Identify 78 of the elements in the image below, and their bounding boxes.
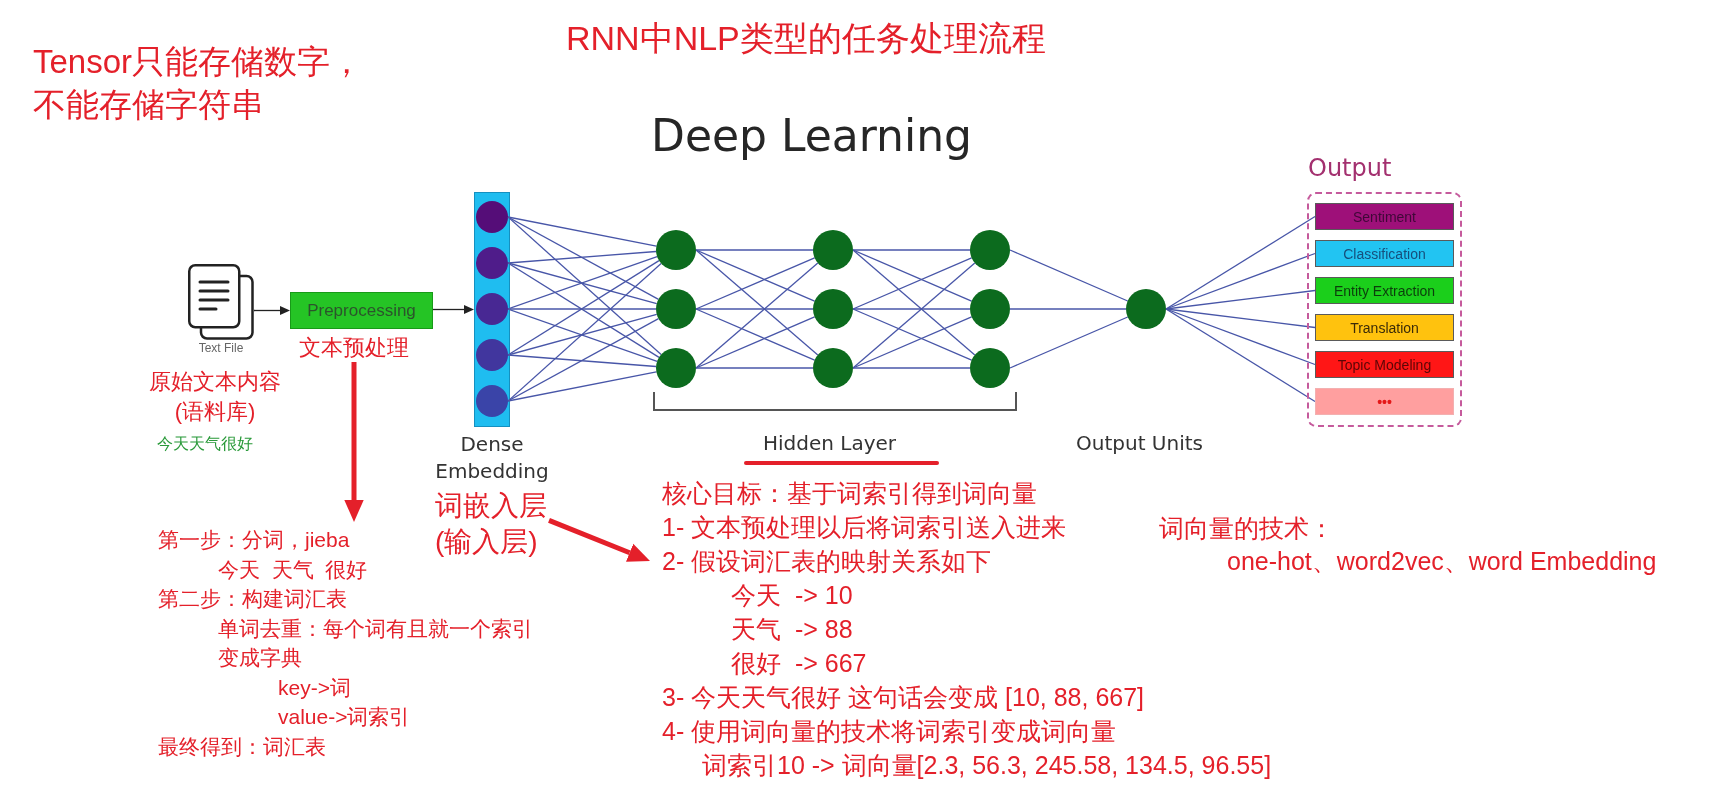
connector-line	[695, 249, 819, 356]
note-text: 天气 -> 88	[731, 614, 853, 645]
connector-line	[1165, 215, 1316, 310]
connector-line	[695, 257, 816, 310]
layer-label: Output Units	[1076, 430, 1203, 457]
task-box: •••	[1315, 388, 1454, 415]
connector-line	[852, 316, 973, 369]
note-text: 核心目标：基于词索引得到词向量	[662, 478, 1037, 509]
note-text: 第一步：分词，jieba	[158, 527, 350, 553]
icon-caption: Text File	[197, 340, 245, 356]
group-heading: Output	[1308, 153, 1392, 184]
neuron-circle	[970, 289, 1010, 329]
note-text: one-hot、word2vec、word Embedding	[1227, 546, 1657, 577]
connector-line	[1009, 249, 1129, 302]
neuron-circle	[813, 348, 853, 388]
connector-line	[1165, 308, 1316, 403]
connector-line	[852, 249, 971, 251]
note-text: 单词去重：每个词有且就一个索引	[218, 615, 533, 642]
note-text: 词向量的技术：	[1159, 513, 1334, 544]
neuron-circle	[656, 230, 696, 270]
note-text: 很好 -> 667	[731, 648, 867, 679]
caption-text: 原始文本内容(语料库)	[148, 368, 282, 426]
connector-line	[695, 262, 819, 369]
connector-line	[695, 308, 816, 361]
note-text: 4- 使用词向量的技术将词索引变成词向量	[662, 716, 1117, 747]
note-text: 3- 今天天气很好 这句话会变成 [10, 88, 667]	[662, 682, 1145, 713]
neuron-circle	[656, 348, 696, 388]
connector-line	[695, 308, 814, 310]
neuron-circle	[656, 289, 696, 329]
note-text: value->词索引	[278, 704, 411, 730]
note-text: 2- 假设词汇表的映射关系如下	[662, 546, 992, 577]
task-box: Classification	[1315, 240, 1454, 267]
layer-label: Dense Embedding	[434, 431, 550, 485]
note-text: 词索引10 -> 词向量[2.3, 56.3, 245.58, 134.5, 96.55]	[702, 750, 1272, 781]
note-text: 变成字典	[218, 645, 302, 671]
annotation-text: 文本预处理	[299, 334, 409, 362]
neuron-circle	[813, 289, 853, 329]
title-text: RNN中NLP类型的任务处理流程	[566, 18, 1046, 59]
neuron-circle	[970, 348, 1010, 388]
connector-line	[852, 249, 976, 356]
connector-line	[852, 249, 973, 302]
layer-label: Hidden Layer	[763, 430, 897, 457]
connector-line	[852, 262, 976, 369]
connector-line	[852, 257, 973, 310]
connector-line	[1165, 252, 1316, 310]
neuron-circle	[970, 230, 1010, 270]
heading-text: Deep Learning	[651, 109, 972, 163]
connector-line	[1165, 289, 1316, 310]
caption-text: 今天天气很好	[157, 434, 253, 454]
note-text: 今天 -> 10	[731, 580, 853, 611]
task-box: Translation	[1315, 314, 1454, 341]
task-box: Sentiment	[1315, 203, 1454, 230]
task-box: Entity Extraction	[1315, 277, 1454, 304]
neuron-circle	[813, 230, 853, 270]
arrow	[344, 362, 364, 522]
connector-line	[695, 316, 816, 369]
connector-line	[852, 367, 971, 369]
note-text: 今天 天气 很好	[218, 556, 368, 583]
connector-line	[695, 367, 814, 369]
connector-line	[852, 308, 973, 361]
annotation-text: 词嵌入层(输入层)	[435, 488, 549, 560]
arrow	[548, 518, 650, 562]
connector-line	[695, 249, 814, 251]
note-text: 最终得到：词汇表	[158, 733, 326, 760]
connector-line	[1009, 316, 1129, 369]
task-box: Topic Modeling	[1315, 351, 1454, 378]
arrow	[432, 305, 474, 314]
note-text: 第二步：构建词汇表	[158, 586, 347, 612]
connector-line	[1009, 308, 1127, 310]
note-text: key->词	[278, 674, 351, 701]
note-text: Tensor只能存储数字，不能存储字符串	[33, 42, 365, 125]
neuron-circle	[1126, 289, 1166, 329]
connector-line	[1165, 308, 1316, 366]
process-box: Preprocessing	[290, 292, 433, 329]
note-text: 1- 文本预处理以后将词索引送入进来	[662, 512, 1067, 543]
connector-line	[852, 308, 971, 310]
arrow	[253, 306, 290, 315]
connector-line	[695, 249, 816, 302]
